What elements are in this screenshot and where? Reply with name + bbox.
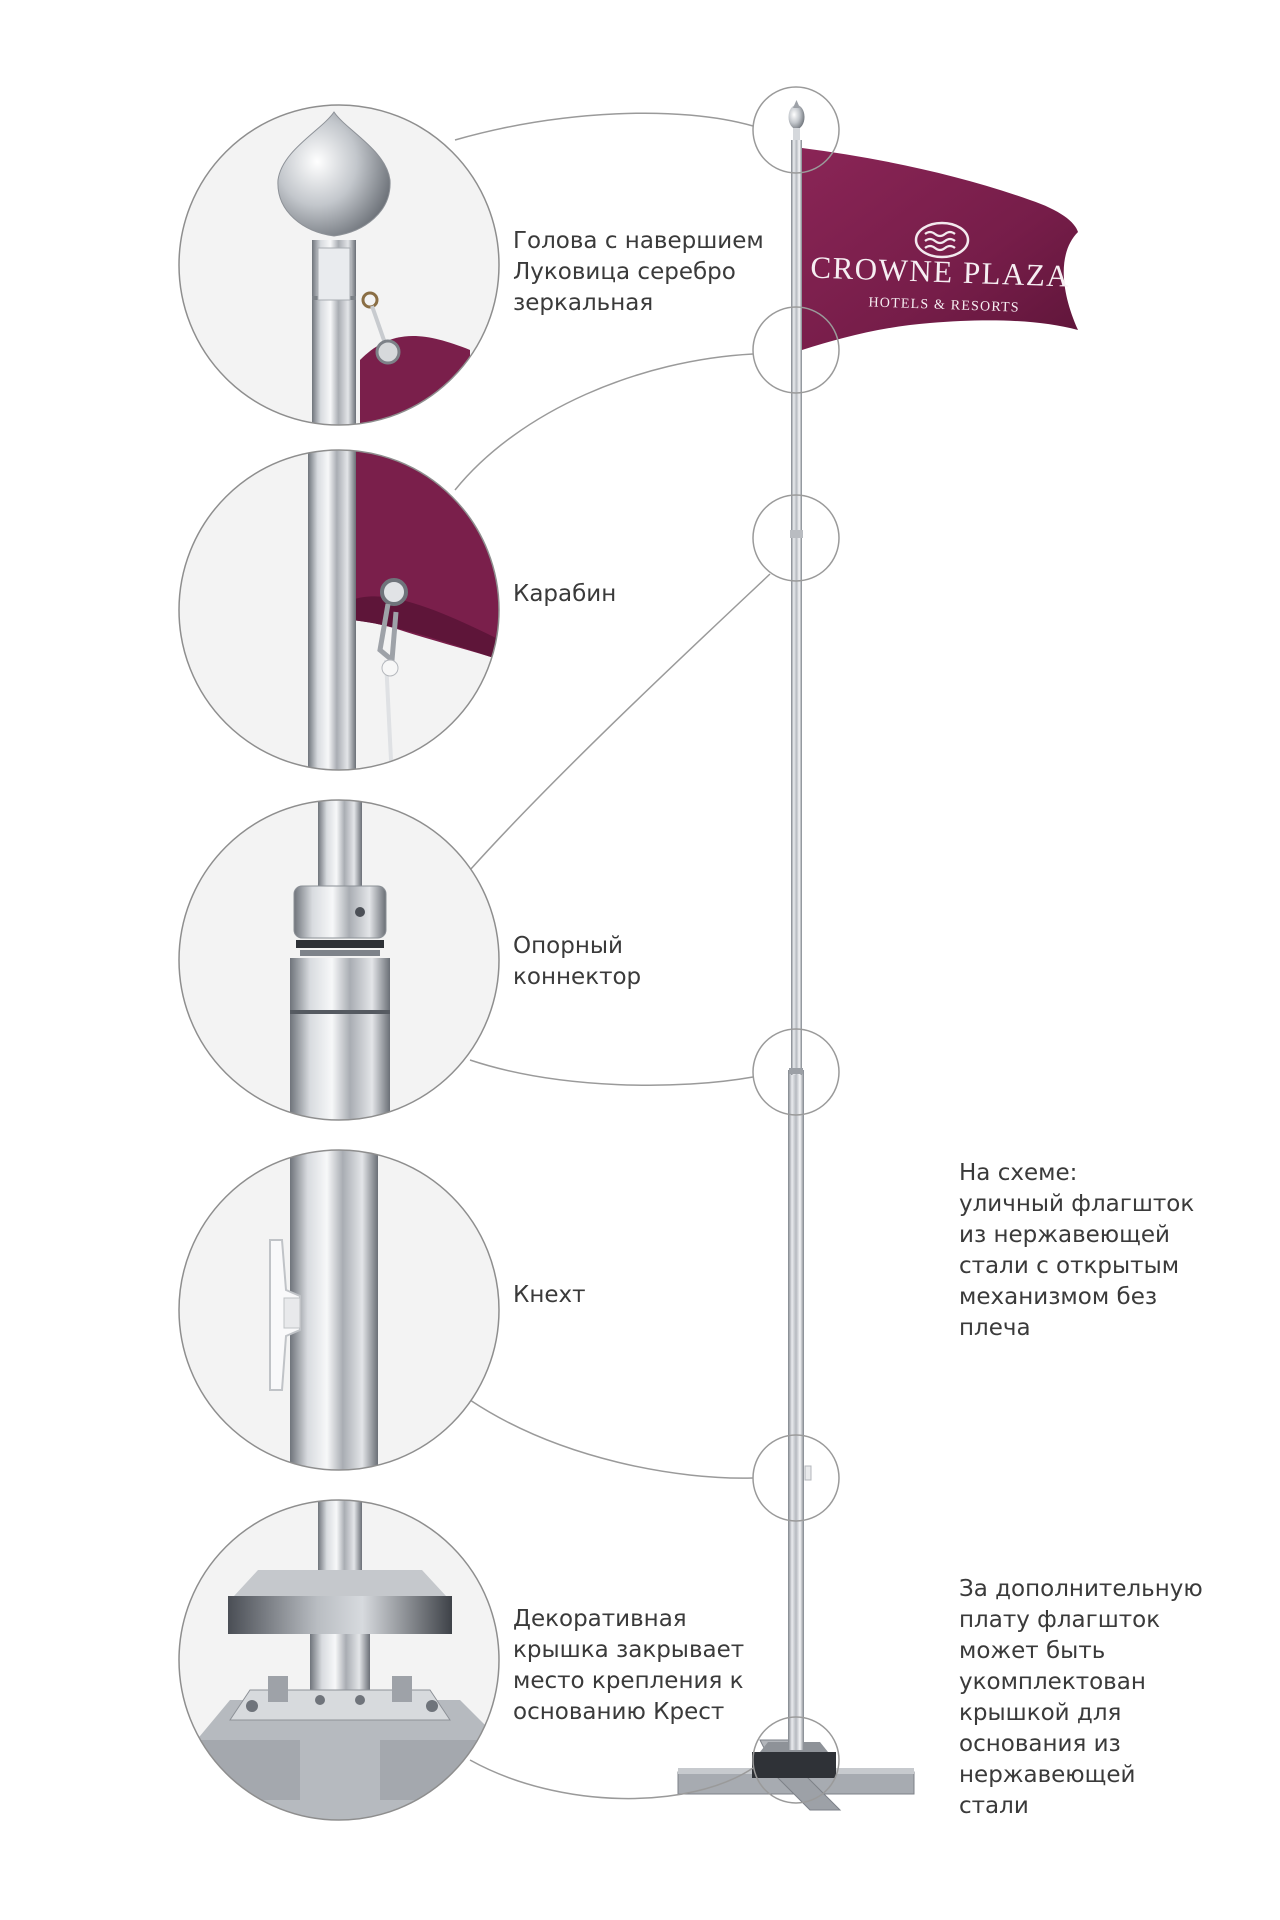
- marker-base: [752, 1716, 840, 1804]
- cross-base: [677, 1739, 915, 1811]
- note-extra: За дополнительную плату флагшток может б…: [959, 1576, 1203, 1819]
- marker-connector: [752, 494, 840, 582]
- marker-carabiner: [752, 306, 840, 394]
- label-cleat: Кнехт: [513, 1282, 586, 1308]
- note-scheme: На схеме: уличный флагшток из нержавеюще…: [959, 1160, 1195, 1341]
- detail-connector: [178, 799, 500, 1121]
- label-finial: Голова с навершием Луковица серебро зерк…: [513, 228, 764, 316]
- callout-lines: [454, 112, 771, 1800]
- marker-finial: [752, 86, 840, 174]
- pole-callout-markers: [752, 86, 840, 1804]
- detail-base-cover: [178, 1499, 500, 1821]
- detail-cleat: [178, 1149, 500, 1471]
- detail-carabiner: [178, 449, 500, 771]
- flag-brand-line2: HOTELS & RESORTS: [868, 295, 1020, 315]
- label-carabiner: Карабин: [513, 581, 617, 607]
- pole-lower: [788, 1070, 804, 1750]
- marker-cleat: [752, 1028, 840, 1116]
- brand-logo-icon: [914, 221, 970, 259]
- pole-finial: [788, 105, 805, 129]
- detail-finial: [178, 104, 500, 426]
- flagpole: CROWNE PLAZA HOTELS & RESORTS: [677, 100, 1078, 1811]
- label-base-cover: Декоративная крышка закрывает место креп…: [513, 1606, 745, 1725]
- label-connector: Опорный коннектор: [513, 933, 642, 990]
- pole-upper: [791, 140, 802, 1075]
